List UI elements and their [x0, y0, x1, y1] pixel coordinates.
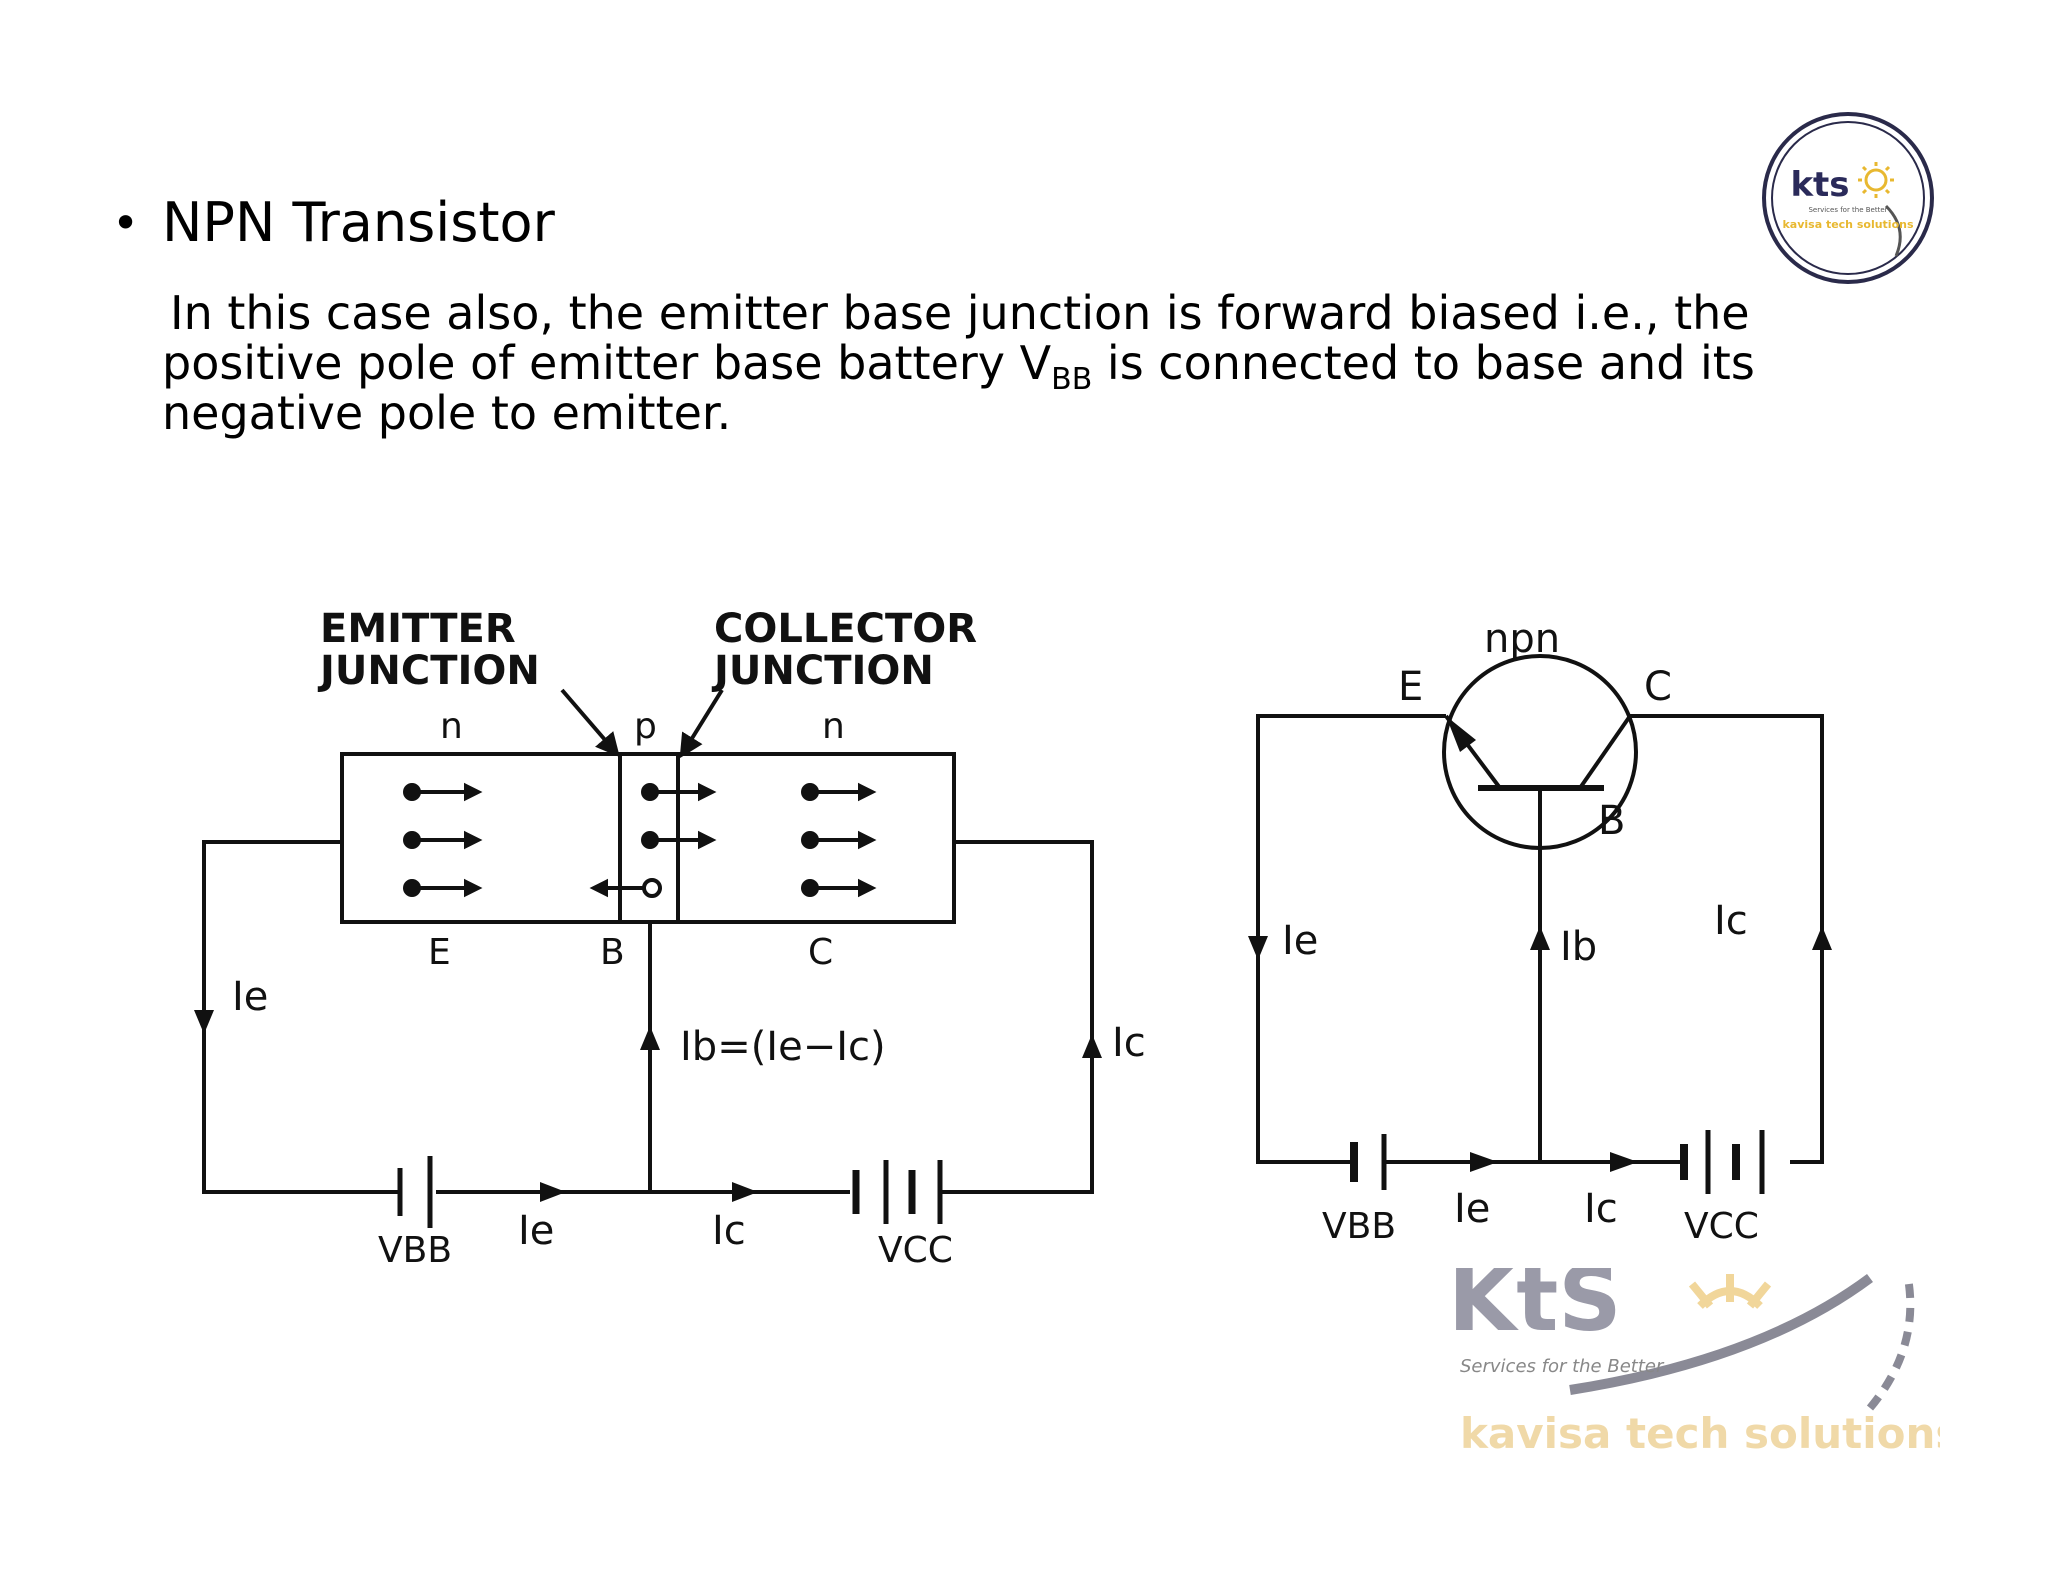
collector-wire [942, 840, 1094, 1194]
watermark-text: KtS [1448, 1268, 1622, 1351]
terminal-c: C [808, 932, 833, 973]
ib-equation: Ib=(Ie−Ic) [680, 1024, 886, 1070]
kts-watermark-logo: KtS Services for the Better kavisa tech … [1448, 1268, 1940, 1458]
vbb-label-r: VBB [1322, 1206, 1396, 1247]
logo-text: kts [1790, 165, 1849, 205]
logo-tagline: Services for the Better [1808, 206, 1887, 214]
ic-arrow-bottom [732, 1182, 758, 1202]
emitter-junction-label-2: JUNCTION [317, 648, 540, 694]
bullet-icon: • [112, 196, 140, 250]
region-n-emitter: n [440, 706, 463, 747]
carrier-arrows [403, 782, 877, 898]
watermark-company: kavisa tech solutions [1460, 1409, 1940, 1458]
emitter-arrow [1446, 716, 1476, 752]
ib-arrow [640, 1026, 660, 1050]
ic-label-right: Ic [1112, 1020, 1146, 1066]
logo-company: kavisa tech solutions [1782, 218, 1914, 231]
ie-arrow-bottom [540, 1182, 566, 1202]
vcc-label-r: VCC [1684, 1206, 1759, 1247]
terminal-b: B [600, 932, 625, 973]
ib-label-r: Ib [1560, 924, 1597, 970]
ic-label-bottom: Ic [712, 1208, 746, 1254]
para-line-2: positive pole of emitter base battery VB… [162, 336, 1755, 397]
ie-arrow-left [194, 1010, 214, 1034]
para-line-3: negative pole to emitter. [162, 386, 732, 440]
terminal-e: E [428, 932, 451, 973]
ic-arrow-bottom-r [1610, 1152, 1638, 1172]
symbol-b: B [1598, 798, 1625, 844]
sun-icon [1858, 162, 1894, 198]
symbol-e: E [1398, 664, 1423, 710]
vbb-label: VBB [378, 1230, 452, 1271]
vcc-label: VCC [878, 1230, 953, 1271]
npn-label: npn [1484, 616, 1560, 662]
slide-paragraph: In this case also, the emitter base junc… [162, 288, 1802, 438]
collector-junction-label-1: COLLECTOR [714, 606, 977, 652]
region-p-base: p [634, 706, 657, 747]
emitter-junction-label-1: EMITTER [320, 606, 516, 652]
emitter-junction-arrow [560, 688, 620, 758]
watermark-tagline: Services for the Better [1460, 1356, 1665, 1377]
kts-logo: kts Services for the Better kavisa tech … [1762, 112, 1934, 284]
ie-label-r: Ie [1282, 918, 1318, 964]
symbol-c: C [1644, 664, 1672, 710]
ic-arrow-r [1812, 926, 1832, 950]
ie-arrow-r [1248, 936, 1268, 960]
slide-title: NPN Transistor [162, 191, 555, 254]
region-n-collector: n [822, 706, 845, 747]
collector-lead [1578, 714, 1632, 790]
collector-junction-label-2: JUNCTION [711, 648, 934, 694]
ic-label-bottom-r: Ic [1584, 1186, 1618, 1232]
ie-label: Ie [232, 974, 268, 1020]
watermark-sun-icon [1688, 1274, 1772, 1309]
slide-title-row: • NPN Transistor [112, 196, 555, 250]
ib-arrow-r [1530, 926, 1550, 950]
ie-label-bottom: Ie [518, 1208, 554, 1254]
ie-label-bottom-r: Ie [1454, 1186, 1490, 1232]
para-line-1: In this case also, the emitter base junc… [170, 286, 1750, 340]
ie-arrow-bottom-r [1470, 1152, 1498, 1172]
collector-junction-arrow [679, 688, 724, 759]
ic-label-r: Ic [1714, 898, 1748, 944]
ic-arrow-right [1082, 1034, 1102, 1058]
